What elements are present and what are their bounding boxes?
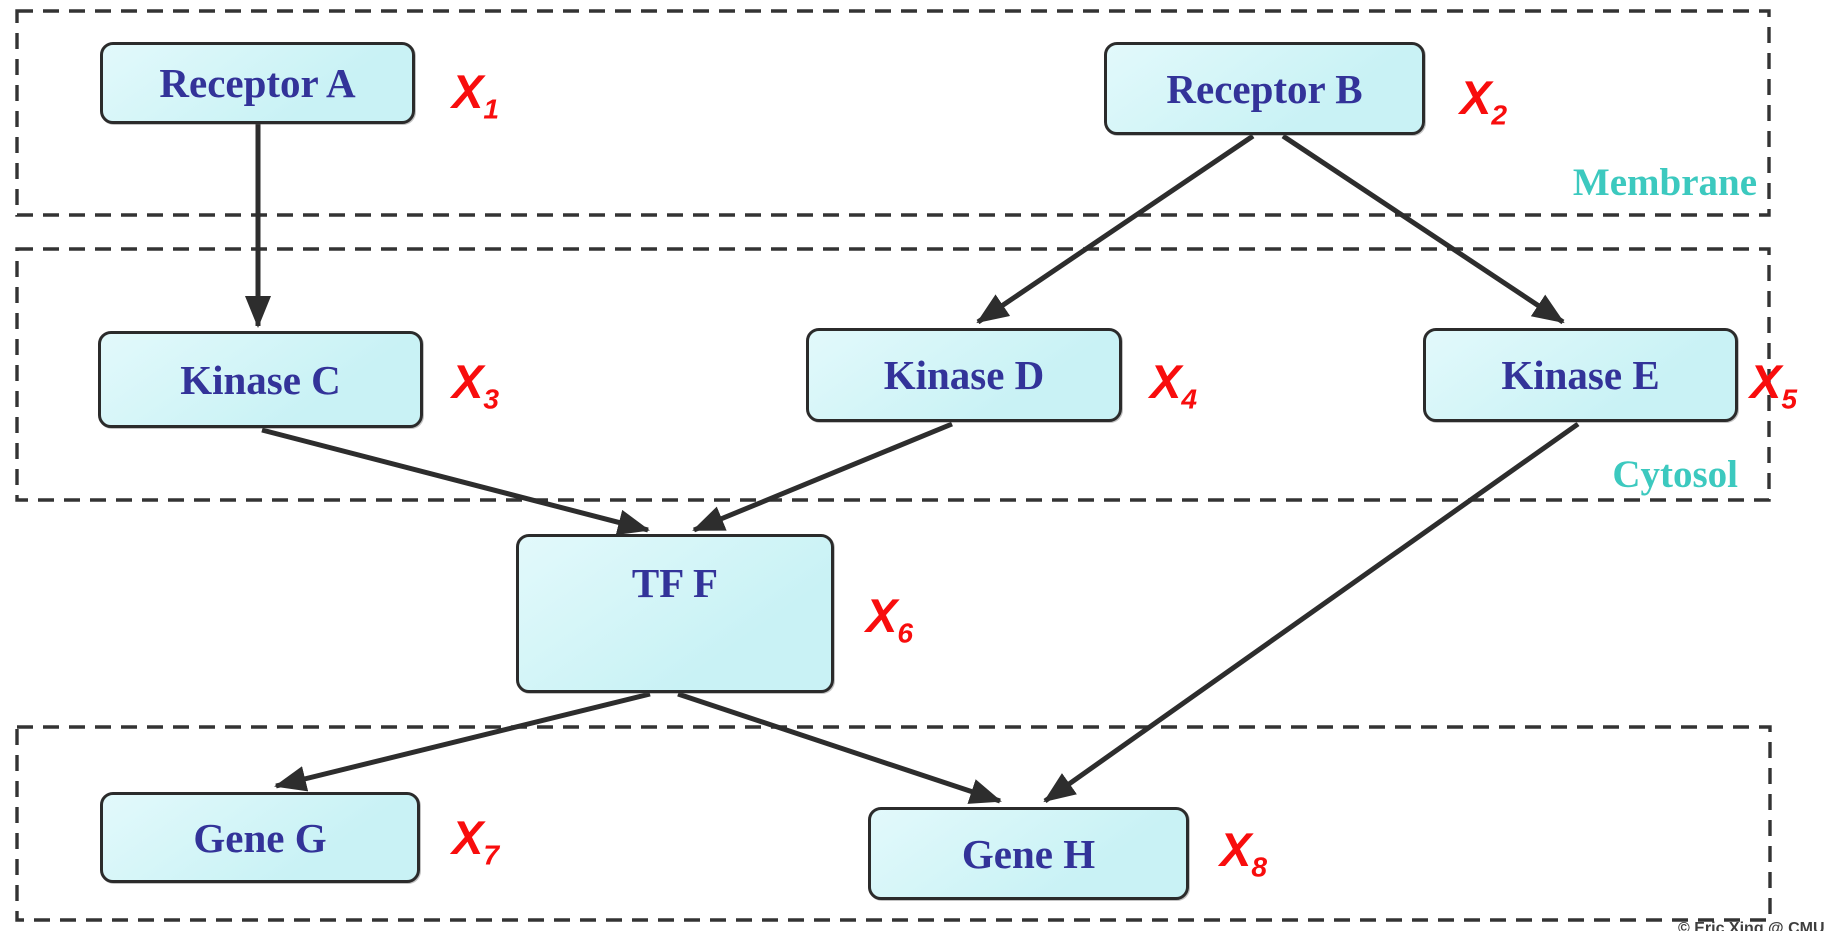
edge-receptor-b-to-kinase-e	[1281, 133, 1565, 325]
node-gene-g-label: Gene G	[193, 814, 327, 861]
variable-x5-symbol: X	[1750, 355, 1782, 408]
edge-kinase-c-to-tf-f	[261, 427, 650, 536]
node-gene-h: Gene H	[868, 807, 1189, 900]
variable-x4-subscript: 4	[1181, 382, 1198, 415]
genes-region-box	[15, 725, 1772, 922]
node-gene-h-label: Gene H	[961, 830, 1096, 877]
cytosol-region-box	[15, 247, 1771, 502]
edge-kinase-e-to-gene-h	[1043, 421, 1580, 804]
node-tf-f: TF F	[516, 534, 834, 693]
variable-x4-symbol: X	[1150, 355, 1182, 408]
variable-x8: X8	[1220, 823, 1267, 881]
variable-x5-subscript: 5	[1781, 382, 1798, 415]
variable-x7-symbol: X	[452, 811, 484, 864]
variable-x1-subscript: 1	[483, 92, 500, 125]
variable-x6-symbol: X	[866, 589, 898, 642]
variable-x7: X7	[452, 811, 499, 869]
variable-x8-symbol: X	[1220, 823, 1252, 876]
node-kinase-d-label: Kinase D	[883, 352, 1045, 398]
node-receptor-a-label: Receptor A	[159, 60, 356, 106]
node-tf-f-label: TF F	[631, 560, 719, 606]
edge-tf-f-to-gene-g	[274, 691, 651, 792]
edge-receptor-b-to-kinase-d	[976, 133, 1255, 325]
variable-x1: X1	[452, 65, 499, 123]
node-receptor-b-label: Receptor B	[1166, 65, 1363, 112]
edge-kinase-d-to-tf-f	[692, 421, 953, 533]
node-kinase-c: Kinase C	[98, 331, 423, 428]
node-kinase-e-label: Kinase E	[1501, 352, 1660, 398]
node-gene-g: Gene G	[100, 792, 420, 883]
credit-text: © Eric Xing @ CMU	[1678, 920, 1825, 931]
membrane-region-box	[15, 9, 1771, 217]
node-kinase-e: Kinase E	[1423, 328, 1738, 422]
membrane-region-label: Membrane	[1572, 161, 1757, 204]
variable-x2-subscript: 2	[1491, 98, 1508, 131]
variable-x8-subscript: 8	[1251, 850, 1268, 883]
variable-x6: X6	[866, 589, 913, 647]
variable-x3-subscript: 3	[483, 382, 500, 415]
edge-tf-f-to-gene-h	[677, 691, 1002, 804]
variable-x7-subscript: 7	[483, 838, 500, 871]
variable-x3: X3	[452, 355, 499, 413]
variable-x2: X2	[1460, 71, 1507, 129]
variable-x3-symbol: X	[452, 355, 484, 408]
variable-x6-subscript: 6	[897, 616, 914, 649]
node-receptor-a: Receptor A	[100, 42, 415, 124]
node-kinase-d: Kinase D	[806, 328, 1122, 422]
variable-x2-symbol: X	[1460, 71, 1492, 124]
cytosol-region-label: Cytosol	[1612, 453, 1738, 496]
node-receptor-b: Receptor B	[1104, 42, 1425, 135]
variable-x5: X5	[1750, 355, 1797, 413]
variable-x4: X4	[1150, 355, 1197, 413]
node-kinase-c-label: Kinase C	[180, 356, 341, 403]
variable-x1-symbol: X	[452, 65, 484, 118]
